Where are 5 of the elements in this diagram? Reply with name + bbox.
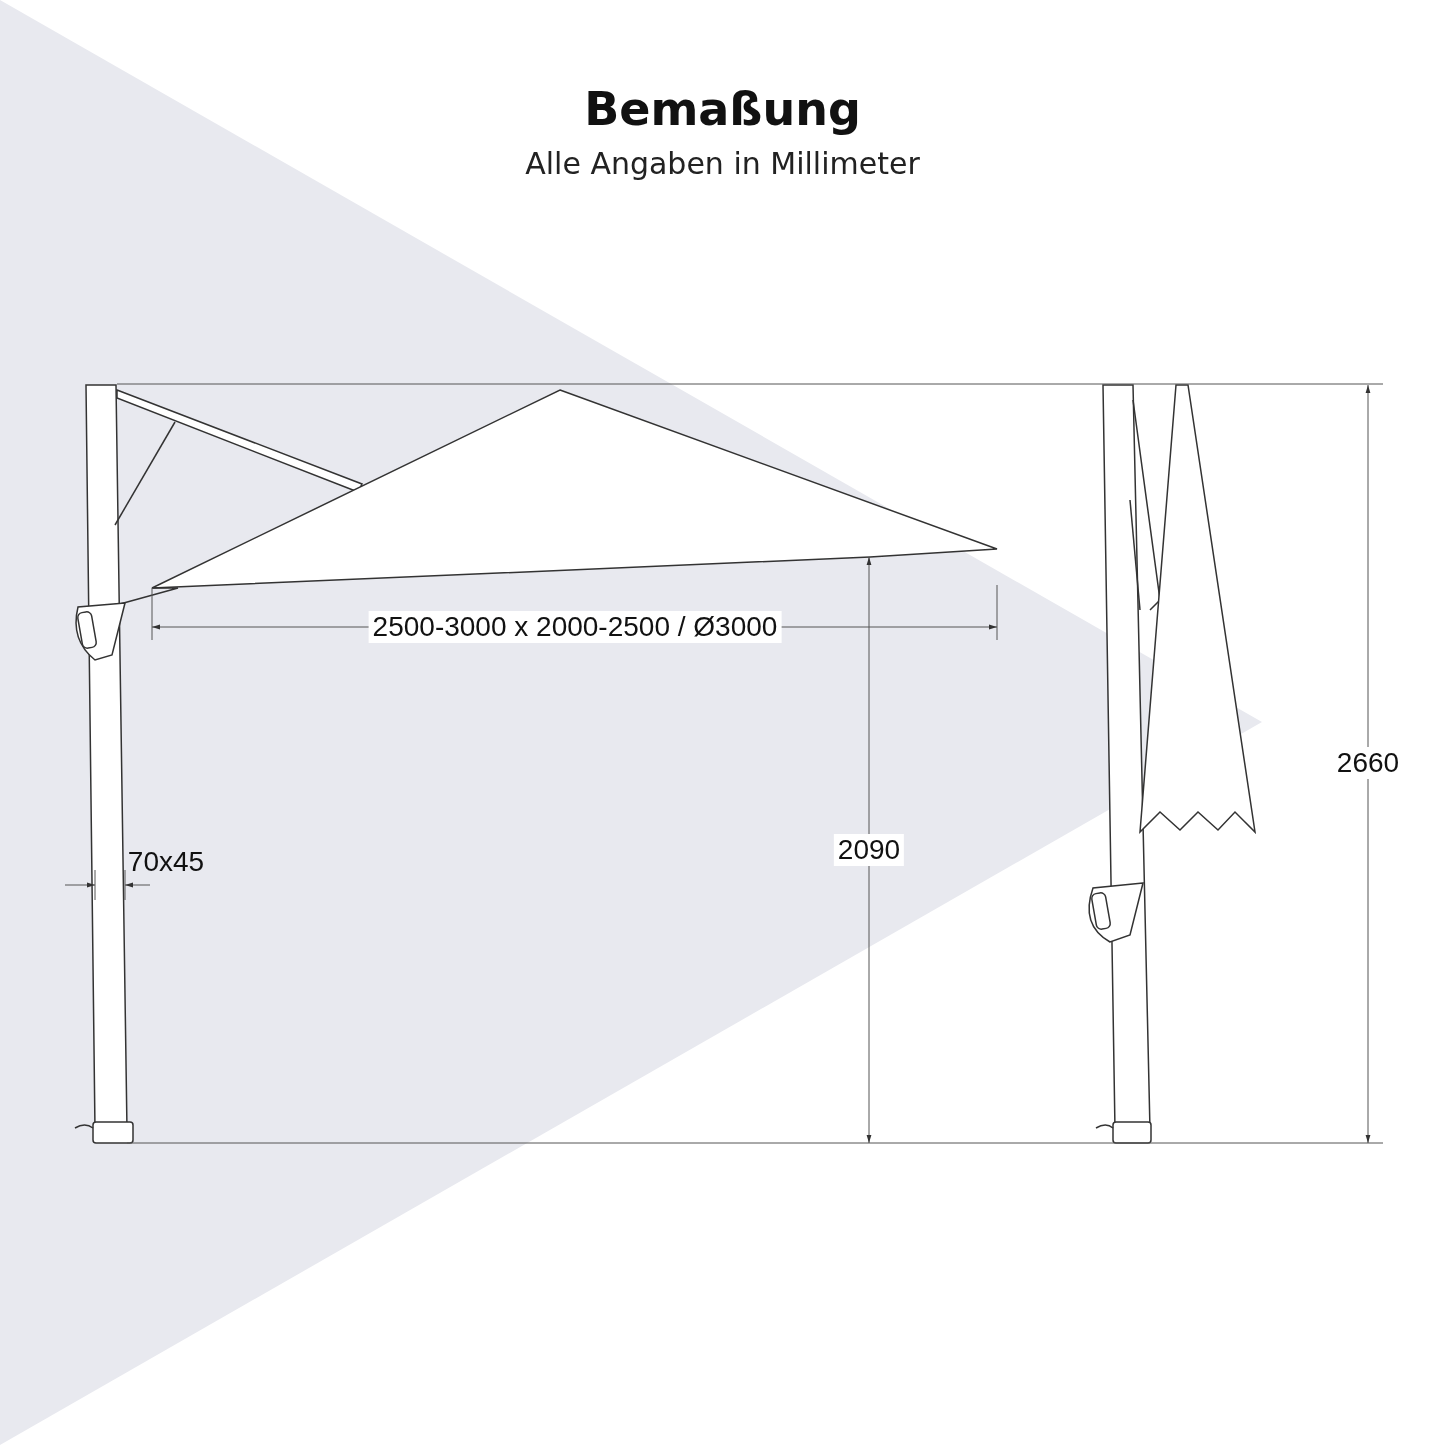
- caption: Alle Angaben in Millimeter: [524, 146, 921, 181]
- dimension-label: 2500-3000 x 2000-2500 / Ø3000: [368, 611, 782, 643]
- dimension-label: 70x45: [126, 846, 206, 878]
- dimension-label: 2090: [833, 834, 905, 866]
- title: Bemaßung: [583, 82, 862, 136]
